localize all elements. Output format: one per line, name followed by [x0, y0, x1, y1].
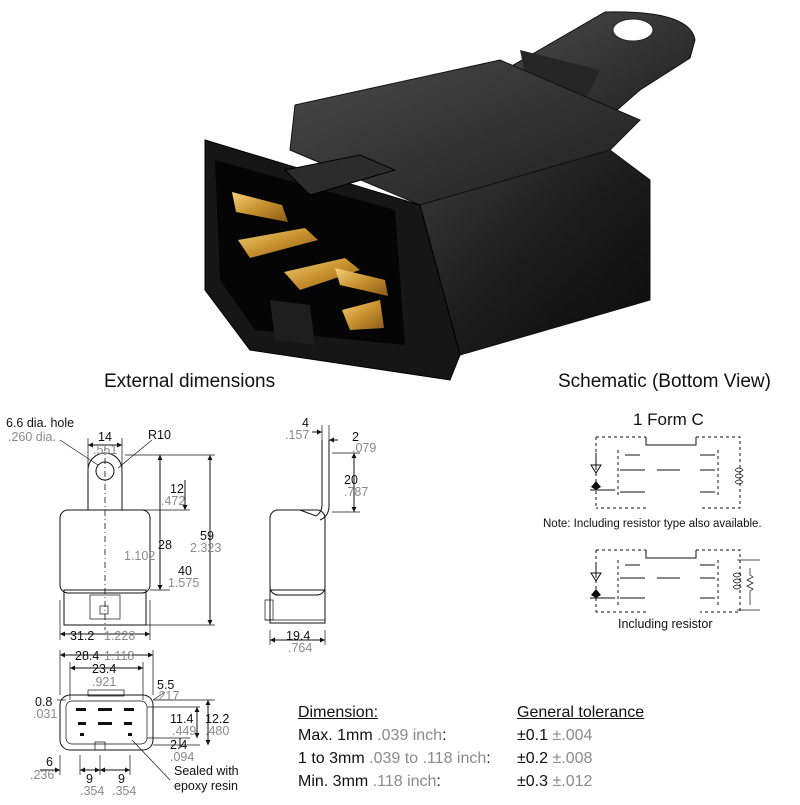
dim-28: 28: [158, 538, 172, 552]
schematic-heading: Schematic (Bottom View): [558, 371, 771, 392]
mounting-hole-icon: [612, 18, 654, 42]
seal-note-line1: Sealed with: [174, 764, 239, 778]
dim-bottom-28-inch: 1.118: [104, 649, 134, 663]
dim-bottom-28: 28.4: [75, 649, 99, 663]
dim-tab-width-inch: .551: [93, 443, 117, 457]
dim-bottom-6-inch: .236: [30, 768, 54, 782]
relay-pin-5: [342, 300, 384, 330]
dim-bottom-24-inch: .094: [170, 750, 194, 764]
relay-pin-1: [232, 192, 288, 222]
dim-side-19-inch: .764: [288, 641, 312, 655]
dim-side-2: 2: [352, 430, 359, 444]
dim-40-inch: 1.575: [168, 576, 199, 590]
dim-bottom-5-inch: .217: [155, 689, 179, 703]
dim-pitch-a-inch: .354: [80, 784, 104, 798]
coil-icon: [734, 467, 744, 485]
resistor-icon: [746, 568, 754, 605]
dim-bottom-23-inch: .921: [92, 675, 116, 689]
dim-bottom-08-inch: .031: [33, 707, 57, 721]
tolerance-row-1-tol: ±0.1 ±.004: [517, 727, 593, 744]
dim-side-4-inch: .157: [285, 428, 309, 442]
coil-icon-2: [732, 572, 742, 590]
dim-59-inch: 2.323: [190, 541, 221, 555]
dim-side-4: 4: [302, 416, 309, 430]
dim-pitch-b-inch: .354: [112, 784, 136, 798]
tolerance-row-3-dim: Min. 3mm .118 inch:: [298, 773, 441, 790]
dim-bottom-11: 11.4: [170, 712, 193, 726]
schematic-with-resistor: [590, 549, 760, 613]
tolerance-col-general-header: General tolerance: [517, 704, 645, 721]
dim-pitch-b: 9: [118, 772, 125, 786]
dim-pitch-a: 9: [86, 772, 93, 786]
dim-bottom-12-inch: .480: [205, 724, 229, 738]
relay-pin-2: [238, 228, 318, 258]
dim-tab-height-inch: .472: [161, 494, 185, 508]
dim-bottom-11-inch: .449: [172, 724, 196, 738]
dim-bottom-5: 5.5: [157, 678, 174, 692]
tolerance-row-2-tol: ±0.2 ±.008: [517, 750, 593, 767]
front-view: 6.6 dia. hole .260 dia. 14 .551 R10 12 .…: [6, 416, 221, 643]
relay-pin-4: [335, 268, 388, 296]
dim-side-20: 20: [344, 473, 358, 487]
dim-radius: R10: [148, 428, 171, 442]
schematic-1form-c: [590, 436, 744, 509]
relay-product-photo: [204, 11, 696, 381]
relay-pin-3: [284, 258, 360, 290]
dim-body-width-inch: 1.228: [104, 629, 135, 643]
seal-note-line2: epoxy resin: [174, 779, 238, 793]
tolerance-row-3-tol: ±0.3 ±.012: [517, 773, 593, 790]
schematic-note: Note: Including resistor type also avail…: [543, 518, 762, 530]
tolerance-row-1-dim: Max. 1mm .039 inch:: [298, 727, 447, 744]
dim-59: 59: [200, 529, 214, 543]
tolerance-col-dimension-header: Dimension:: [298, 704, 379, 721]
dim-bottom-23: 23.4: [92, 662, 116, 676]
hole-diameter-inch: .260 dia.: [8, 430, 56, 444]
dim-side-2-inch: .079: [352, 441, 376, 455]
dim-bottom-24: 2.4: [170, 738, 187, 752]
dim-tab-height: 12: [170, 482, 184, 496]
dim-28-inch: 1.102: [124, 549, 155, 563]
bottom-view: 28.4 1.118 23.4 .921 5.5 .217 0.8 .031 1…: [30, 649, 239, 798]
external-dimensions-heading: External dimensions: [104, 371, 275, 392]
side-view: 4 .157 2 .079 20 .787 19.4 .764: [264, 416, 376, 655]
resistor-label: Including resistor: [618, 617, 713, 631]
dim-side-20-inch: .787: [344, 485, 368, 499]
schematic-form-label: 1 Form C: [633, 410, 704, 429]
dim-tab-width: 14: [98, 430, 112, 444]
tolerance-row-2-dim: 1 to 3mm .039 to .118 inch:: [298, 750, 491, 767]
dim-bottom-6: 6: [46, 755, 53, 769]
dim-body-width: 31.2: [70, 629, 94, 643]
dim-bottom-08: 0.8: [35, 695, 52, 709]
hole-diameter-label: 6.6 dia. hole: [6, 416, 74, 430]
dim-40: 40: [178, 564, 192, 578]
dim-side-19: 19.4: [286, 629, 310, 643]
dim-bottom-12: 12.2: [205, 712, 229, 726]
